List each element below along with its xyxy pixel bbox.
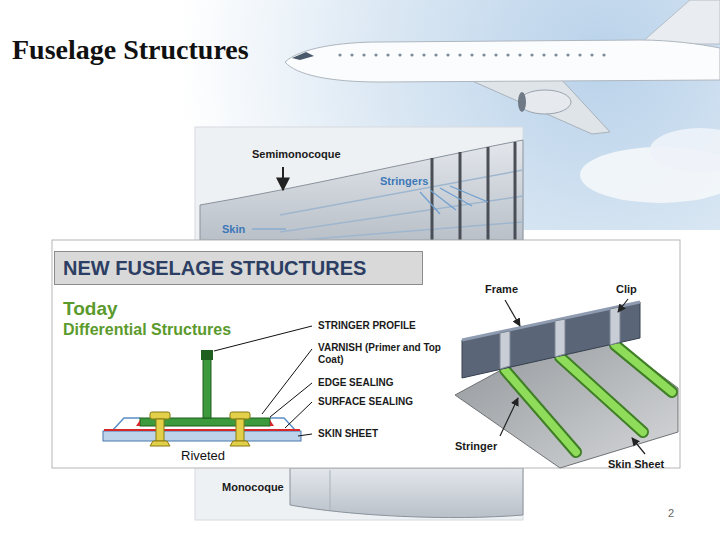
layer-label: SKIN SHEET [318,428,378,440]
part-label: Stringers [380,175,428,188]
layer-label: STRINGER PROFILE [318,320,416,332]
diagram-caption: Riveted [181,449,225,464]
part-label: Semimonocoque [252,148,341,161]
leader-arrow [282,167,284,190]
part-label: Frame [485,283,518,296]
section-header-box: NEW FUSELAGE STRUCTURES [54,251,423,285]
part-label: Stringer [455,440,497,453]
slide-number: 2 [668,507,674,520]
part-label: Monocoque [222,481,284,494]
box-heading: NEW FUSELAGE STRUCTURES [63,257,414,280]
leader-lines [252,186,488,229]
front-picture [52,240,680,468]
part-label: Clip [616,283,637,296]
layer-label: EDGE SEALING [318,377,394,389]
airplane-fuselage [285,40,720,82]
engine [519,90,571,114]
edge-sealing [136,420,140,426]
stringer-cap [201,350,213,360]
wing [470,78,610,134]
monocoque-seam [330,470,331,510]
rivet [150,412,170,446]
skin-sheet [103,431,301,441]
monocoque-fuselage [290,468,523,518]
edge-sealing [270,420,274,426]
subheading: Today [63,298,118,320]
frame [462,302,640,378]
semimonocoque-fuselage [200,140,523,240]
clips [500,307,620,369]
cabin-windows [338,53,605,56]
layer-label: SURFACE SEALING [318,396,413,408]
leader-arrows [500,299,645,454]
leader-lines [214,326,312,436]
layer-label: VARNISH (Primer and Top Coat) [318,342,458,365]
cockpit-window [292,52,314,60]
frame-rings [432,142,515,240]
stringer-web [203,352,211,418]
rivet [230,412,250,446]
subheading: Differential Structures [63,321,231,339]
part-label: Skin [222,223,245,236]
surface-sealing [104,429,300,431]
part-label: Skin Sheet [608,458,664,471]
engine-intake [518,92,526,112]
slide-title: Fuselage Structures [12,34,249,66]
cloud [650,128,720,172]
tail-fin [640,0,720,44]
